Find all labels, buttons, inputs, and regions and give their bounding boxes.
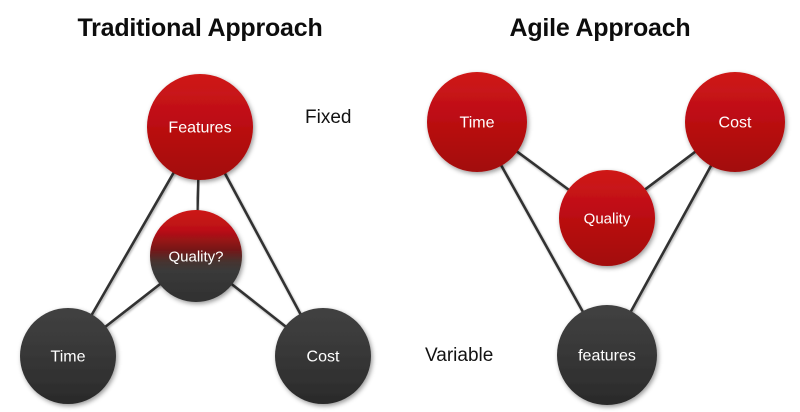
node-agile-cost[interactable]: Cost <box>685 72 785 172</box>
diagram-title-agile: Agile Approach <box>509 14 691 42</box>
node-label-time: Time <box>51 349 86 366</box>
node-label-features: Features <box>168 120 231 137</box>
node-label-features: features <box>578 348 636 365</box>
node-circle-cost <box>275 308 371 404</box>
node-label-quality: Quality <box>584 211 631 228</box>
node-traditional-time[interactable]: Time <box>20 308 116 404</box>
connector-traditional-quality-time <box>101 280 165 331</box>
node-traditional-quality[interactable]: Quality? <box>150 210 242 302</box>
node-label-cost: Cost <box>307 349 340 366</box>
connector-traditional-features-cost <box>221 168 304 319</box>
connector-traditional-features-time <box>88 168 177 320</box>
node-label-cost: Cost <box>719 115 752 132</box>
node-circle-quality <box>559 170 655 266</box>
side-label-fixed: Fixed <box>305 107 352 128</box>
connector-traditional-quality-cost <box>227 280 290 331</box>
node-circle-cost <box>685 72 785 172</box>
connector-agile-cost-features <box>627 161 715 316</box>
node-circle-features <box>147 74 253 180</box>
node-traditional-cost[interactable]: Cost <box>275 308 371 404</box>
node-agile-quality[interactable]: Quality <box>559 170 655 266</box>
connector-agile-time-features <box>498 160 586 317</box>
connector-agile-time-quality <box>512 148 573 194</box>
node-circle-time <box>427 72 527 172</box>
node-circle-quality <box>150 210 242 302</box>
connector-traditional-features-quality <box>196 174 200 216</box>
node-circle-features <box>557 305 657 405</box>
node-traditional-features[interactable]: Features <box>147 74 253 180</box>
connector-lines <box>88 120 715 358</box>
node-agile-features[interactable]: features <box>557 305 657 405</box>
connector-agile-cost-quality <box>640 148 700 193</box>
side-label-variable: Variable <box>425 345 494 366</box>
node-label-quality: Quality? <box>168 249 223 266</box>
node-label-time: Time <box>460 115 495 132</box>
node-agile-time[interactable]: Time <box>427 72 527 172</box>
node-circle-time <box>20 308 116 404</box>
diagram-title-traditional: Traditional Approach <box>77 14 323 42</box>
